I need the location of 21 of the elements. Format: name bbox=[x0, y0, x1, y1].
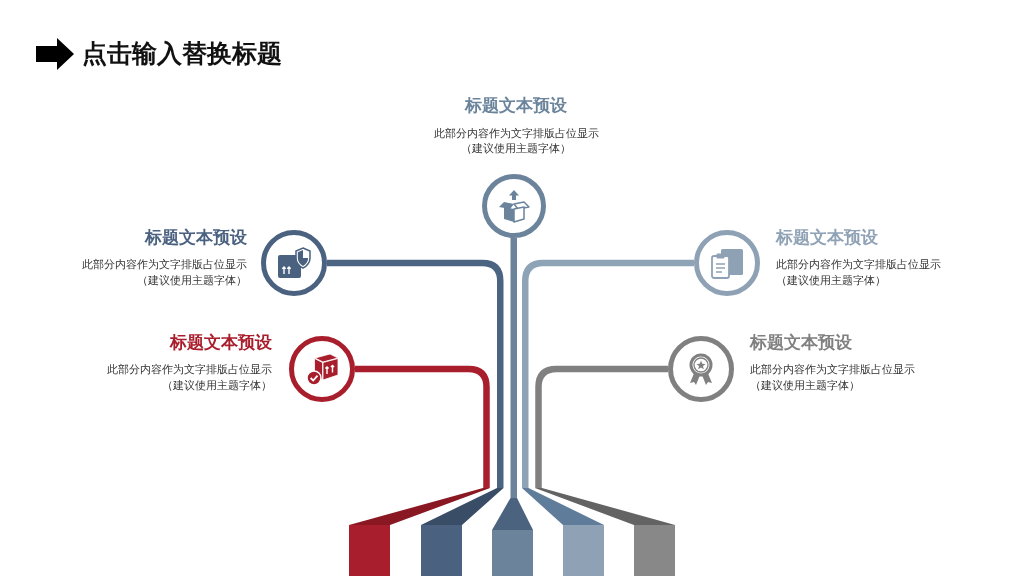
connector-line bbox=[327, 259, 504, 488]
page-title: 点击输入替换标题 bbox=[82, 39, 282, 69]
bar bbox=[421, 488, 504, 576]
bar bbox=[522, 488, 604, 576]
heading: 标题文本预设 bbox=[465, 94, 567, 116]
bar bbox=[349, 488, 490, 576]
body-text: 此部分内容作为文字排版占位显示（建议使用主题字体） bbox=[106, 362, 272, 394]
heading: 标题文本预设 bbox=[170, 331, 272, 353]
body-text: 此部分内容作为文字排版占位显示（建议使用主题字体） bbox=[432, 125, 600, 156]
bar bbox=[535, 488, 675, 576]
connector-line bbox=[510, 238, 517, 498]
connector-line bbox=[522, 259, 694, 488]
heading: 标题文本预设 bbox=[750, 331, 852, 353]
heading: 标题文本预设 bbox=[145, 226, 247, 248]
heading: 标题文本预设 bbox=[776, 226, 878, 248]
body-text: 此部分内容作为文字排版占位显示（建议使用主题字体） bbox=[776, 257, 942, 289]
bar bbox=[492, 498, 533, 576]
connector-line bbox=[535, 365, 668, 488]
body-text: 此部分内容作为文字排版占位显示（建议使用主题字体） bbox=[750, 362, 916, 394]
body-text: 此部分内容作为文字排版占位显示（建议使用主题字体） bbox=[81, 257, 247, 289]
connector-line bbox=[355, 365, 490, 488]
